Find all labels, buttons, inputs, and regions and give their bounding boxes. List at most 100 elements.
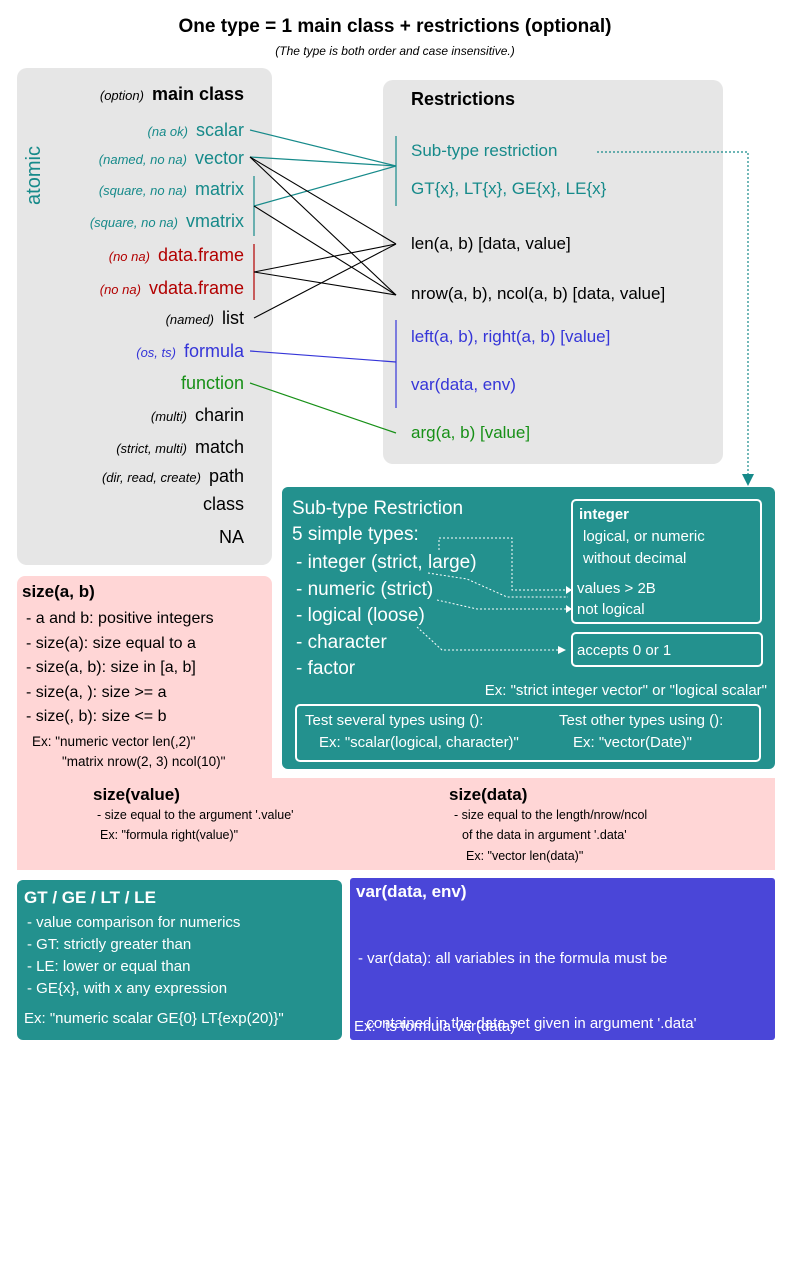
main-class-header: (option) main class <box>100 84 244 105</box>
subtype-example: Ex: "strict integer vector" or "logical … <box>484 682 767 699</box>
size-line: - size(, b): size <= b <box>26 708 167 725</box>
class-option: (multi) <box>150 409 187 424</box>
size-panel-bottom <box>17 778 775 870</box>
connector-lines <box>249 129 754 486</box>
type-integer: - integer (strict, large) <box>296 552 477 573</box>
loose-note: accepts 0 or 1 <box>577 642 672 659</box>
restriction-left-right: left(a, b), right(a, b) [value] <box>411 327 611 346</box>
class-name: matrix <box>195 179 244 199</box>
class-name: charin <box>194 405 244 425</box>
class-name: vmatrix <box>186 211 244 231</box>
var-title: var(data, env) <box>356 882 467 901</box>
class-option: (na ok) <box>147 124 188 139</box>
main-class-row: NA <box>211 527 244 548</box>
type-logical: - logical (loose) <box>296 605 425 626</box>
main-class-row: (square, no na) vmatrix <box>90 211 244 232</box>
comparison-line: - GE{x}, with x any expression <box>27 980 228 997</box>
restriction-subtype: Sub-type restriction <box>411 141 558 160</box>
class-name: class <box>202 494 244 514</box>
subtype-title: Sub-type Restriction <box>292 498 464 519</box>
subtype-arrows <box>416 537 572 654</box>
class-option: (os, ts) <box>136 345 176 360</box>
main-class-row: (named) list <box>166 308 244 329</box>
subtype-restriction-panel: Sub-type Restriction 5 simple types: - i… <box>282 487 775 769</box>
class-name: list <box>222 308 244 328</box>
var-panel: var(data, env) - var(data): all variable… <box>350 878 775 1225</box>
class-name: NA <box>218 527 244 547</box>
main-class-row: (multi) charin <box>151 405 244 426</box>
main-class-heading: main class <box>151 84 244 104</box>
size-data-line: - size equal to the length/nrow/ncol <box>454 808 648 822</box>
class-option: (square, no na) <box>98 183 187 198</box>
var-line: - var(data, env): vars. in the data or i… <box>358 1208 665 1225</box>
class-name: match <box>194 437 244 457</box>
class-option: (no na) <box>99 282 141 297</box>
comparison-line: - GT: strictly greater than <box>27 936 192 953</box>
var-line: contained in the environment <box>358 1143 559 1161</box>
test-other-label: Test other types using (): <box>559 712 724 729</box>
class-option: (strict, multi) <box>116 441 187 456</box>
size-example-1: Ex: "numeric vector len(,2)" <box>32 734 196 749</box>
size-data-title: size(data) <box>449 785 528 804</box>
size-data-example: Ex: "vector len(data)" <box>466 849 584 863</box>
comparison-example: Ex: "numeric scalar GE{0} LT{exp(20)}" <box>24 1010 284 1027</box>
class-option: (square, no na) <box>89 215 178 230</box>
test-other-example: Ex: "vector(Date)" <box>573 734 693 751</box>
size-line: - size(a, b): size in [a, b] <box>26 659 196 676</box>
main-class-panel: (option) main class atomic (na ok)scalar… <box>17 68 272 565</box>
size-value-line: - size equal to the argument '.value' <box>97 808 294 822</box>
var-line: contained in the data set given in argum… <box>358 1014 697 1032</box>
comparison-lines: - value comparison for numerics - GT: st… <box>27 912 240 1000</box>
class-option: (no na) <box>108 249 150 264</box>
class-option: (dir, read, create) <box>101 470 201 485</box>
size-value-example: Ex: "formula right(value)" <box>100 828 239 842</box>
restrictions-panel: Restrictions <box>383 80 723 464</box>
size-line: - a and b: positive integers <box>26 610 214 627</box>
loose-info-box: accepts 0 or 1 <box>571 632 763 667</box>
simple-types-list: - integer (strict, large) - numeric (str… <box>296 550 477 683</box>
size-example-2: "matrix nrow(2, 3) ncol(10)" <box>62 754 226 769</box>
main-class-row: (na ok) scalar <box>148 120 244 141</box>
test-several-label: Test several types using (): <box>305 712 484 729</box>
restriction-len: len(a, b) [data, value] <box>411 234 571 253</box>
strict-note: not logical <box>577 601 645 618</box>
size-value-title: size(value) <box>93 785 180 804</box>
large-note: values > 2B <box>577 580 656 597</box>
class-option: (named) <box>165 312 214 327</box>
size-line: - size(a): size equal to a <box>26 634 196 652</box>
var-example: Ex: "ts formula var(data)" <box>354 1018 521 1035</box>
test-types-box: Test several types using (): Ex: "scalar… <box>295 704 761 762</box>
size-lines: - a and b: positive integers - size(a): … <box>26 607 214 730</box>
type-character: - character <box>296 631 387 653</box>
class-name: scalar <box>195 120 244 140</box>
comparison-line: - value comparison for numerics <box>27 914 241 931</box>
integer-desc-2: without decimal <box>583 550 687 567</box>
main-class-row: (os, ts) formula <box>136 341 244 362</box>
comparison-panel: GT / GE / LT / LE - value comparison for… <box>17 880 342 1040</box>
var-line: - var(data): all variables in the formul… <box>358 950 668 967</box>
class-name: path <box>208 466 244 486</box>
test-several-example: Ex: "scalar(logical, character)" <box>319 734 519 751</box>
page-title: One type = 1 main class + restrictions (… <box>178 16 612 37</box>
class-name: function <box>180 373 244 393</box>
main-class-row: (dir, read, create) path <box>102 466 244 487</box>
size-data-line-2: of the data in argument '.data' <box>462 828 627 842</box>
comparison-line: - LE: lower or equal than <box>27 958 191 975</box>
restrictions-heading: Restrictions <box>411 89 516 109</box>
size-panel <box>17 576 272 786</box>
class-name: formula <box>183 341 244 361</box>
comparison-title: GT / GE / LT / LE <box>24 888 156 907</box>
integer-desc: logical, or numeric <box>583 528 705 545</box>
class-name: vector <box>194 148 244 168</box>
size-title: size(a, b) <box>22 582 95 601</box>
main-class-row: class <box>195 494 244 515</box>
main-class-row: (no na)vdata.frame <box>100 278 244 299</box>
var-line: - var(env): all variables in the formula… <box>358 1079 663 1096</box>
option-header: (option) <box>99 88 144 103</box>
restriction-nrow-ncol: nrow(a, b), ncol(a, b) [data, value] <box>411 284 666 303</box>
main-class-row: (strict, multi) match <box>116 437 244 458</box>
integer-title: integer <box>579 506 630 523</box>
main-class-row: (no na)data.frame <box>109 245 244 266</box>
restriction-var: var(data, env) <box>411 375 516 394</box>
type-factor: - factor <box>296 658 356 679</box>
